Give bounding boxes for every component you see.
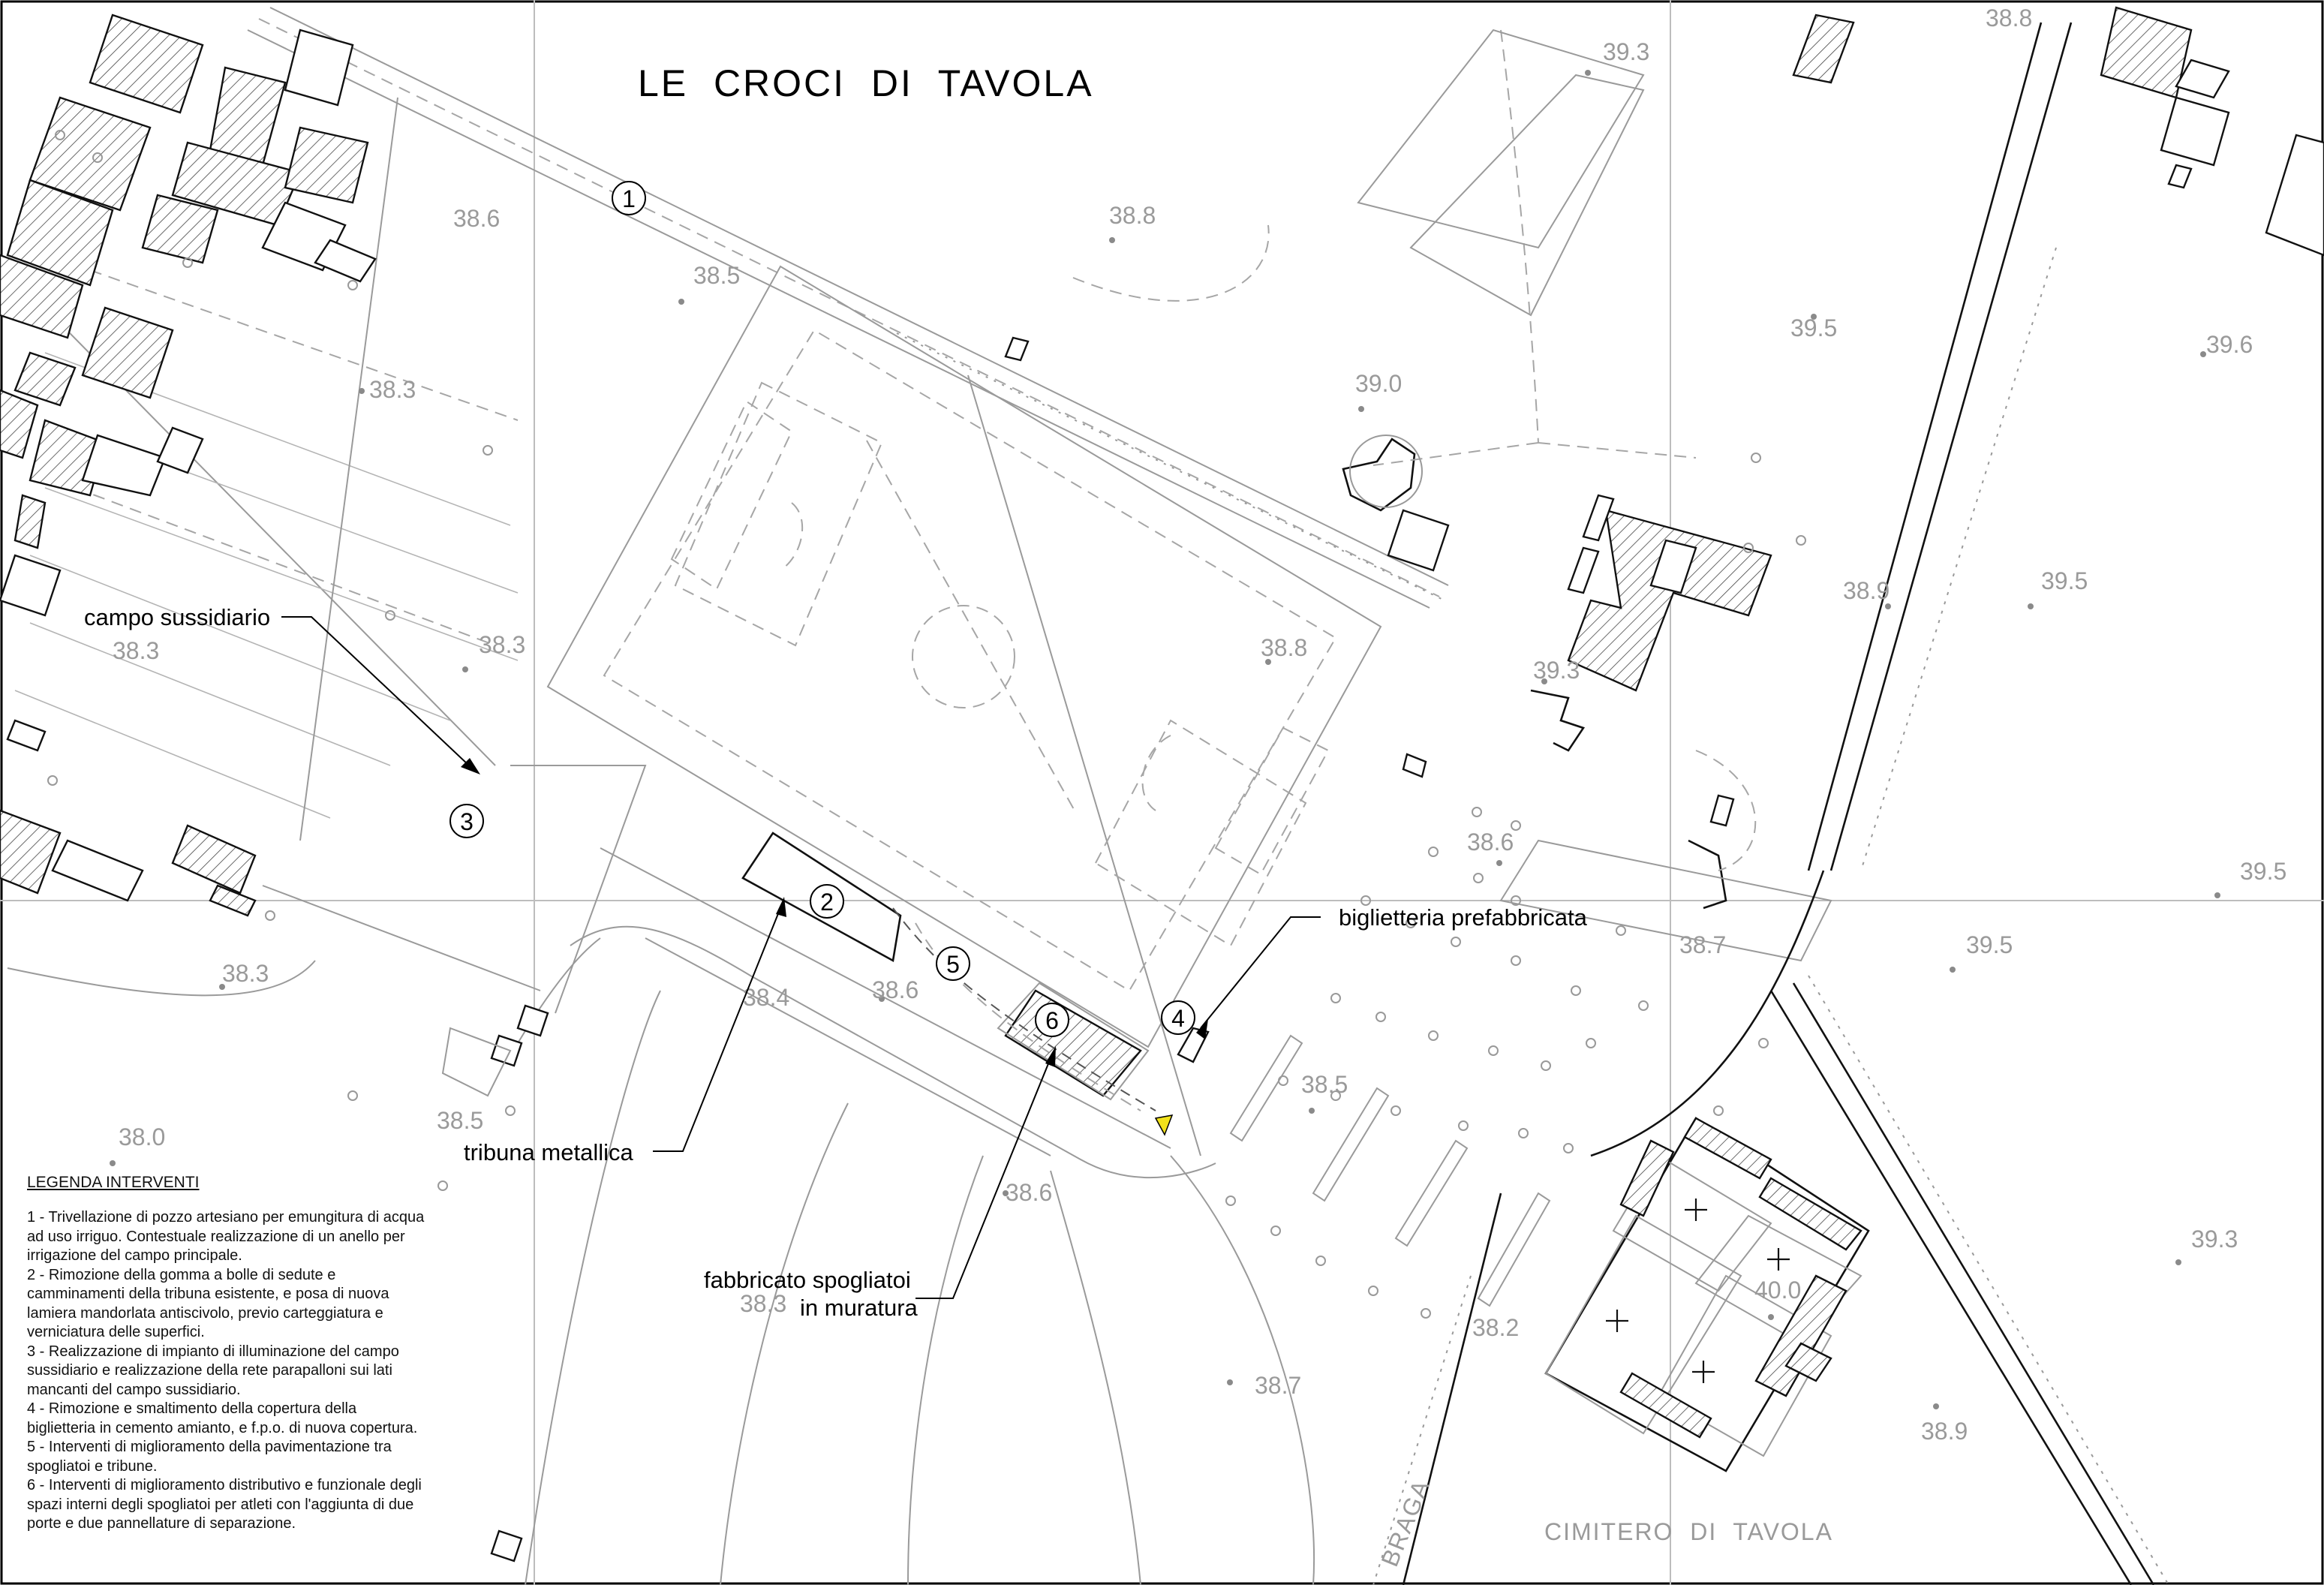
elevation-label: 39.5	[1966, 931, 2013, 958]
elevation-label: 38.6	[1467, 829, 1514, 856]
annotation-tribuna: tribuna metallica	[464, 1139, 633, 1165]
annotation-spogliatoi: fabbricato spogliatoi	[704, 1267, 911, 1293]
elevation-label: 39.5	[2041, 567, 2088, 594]
elevation-label: 38.5	[1301, 1071, 1348, 1098]
elevation-label: 38.9	[1921, 1418, 1968, 1445]
elevation-label: 38.6	[872, 976, 918, 1003]
elevation-label: 39.3	[2191, 1226, 2238, 1253]
marker-number: 1	[622, 185, 636, 212]
structures	[441, 336, 1735, 1562]
marker-number: 5	[946, 951, 960, 978]
railway	[1372, 22, 2169, 1585]
buildings-upper-left	[0, 14, 377, 917]
biglietteria-building	[1177, 1027, 1210, 1063]
annotation-biglietteria: biglietteria prefabbricata	[1339, 904, 1588, 931]
survey-points	[110, 70, 2220, 1409]
elevation-label: 38.8	[1261, 634, 1307, 661]
entrance-marker-icon	[1154, 1114, 1174, 1136]
elevation-label: 38.3	[740, 1290, 786, 1317]
map-title: LE CROCI DI TAVOLA	[638, 62, 1094, 104]
annotation-leaders	[281, 616, 1321, 1299]
elevation-label: 38.9	[1843, 577, 1890, 604]
elevation-label: 38.3	[369, 376, 416, 403]
marker-number: 3	[460, 808, 474, 835]
elevation-label: 40.0	[1754, 1277, 1801, 1304]
elevation-label: 39.3	[1603, 38, 1649, 65]
main-road	[247, 7, 1449, 609]
elevation-label: 38.8	[1109, 202, 1156, 229]
elevation-label: 39.5	[2240, 858, 2286, 885]
elevation-label: 38.8	[1986, 5, 2032, 32]
spogliatoi-building	[1004, 989, 1142, 1097]
marker-4: 4	[1161, 1000, 1195, 1035]
arrowheads	[461, 758, 1208, 1067]
annotation-campo-sussidiario: campo sussidiario	[84, 604, 270, 630]
legend: LEGENDA INTERVENTI 1 - Trivellazione di …	[27, 1174, 425, 1534]
marker-number: 4	[1171, 1005, 1185, 1032]
marker-3: 3	[449, 804, 484, 838]
paths	[892, 29, 1832, 1111]
cemetery	[1544, 1117, 1870, 1472]
marker-6: 6	[1035, 1003, 1069, 1037]
elevation-labels: 39.3 38.8 38.6 38.5 38.8 38.3 39.0 39.5 …	[113, 5, 2286, 1445]
cemetery-label: CIMITERO DI TAVOLA	[1544, 1518, 1833, 1545]
tribuna-building	[741, 832, 902, 963]
elevation-label: 38.3	[113, 637, 159, 664]
spogliatoi-outline	[997, 982, 1150, 1101]
marker-2: 2	[810, 884, 844, 919]
legend-item-5: 5 - Interventi di miglioramento della pa…	[27, 1439, 392, 1475]
legend-item-6: 6 - Interventi di miglioramento distribu…	[27, 1477, 422, 1532]
marker-1: 1	[612, 181, 646, 215]
elevation-label: 38.4	[743, 984, 789, 1011]
legend-item-2: 2 - Rimozione della gomma a bolle di sed…	[27, 1266, 389, 1341]
marker-number: 2	[820, 889, 834, 916]
trees	[47, 130, 1806, 1319]
elevation-label: 38.5	[437, 1107, 483, 1134]
annotation-spogliatoi-line2: in muratura	[800, 1295, 918, 1321]
elevation-label: 38.3	[222, 960, 269, 987]
legend-item-1: 1 - Trivellazione di pozzo artesiano per…	[27, 1209, 425, 1264]
legend-title: LEGENDA INTERVENTI	[27, 1174, 200, 1191]
elevation-label: 38.7	[1255, 1372, 1301, 1399]
elevation-label: 38.3	[479, 631, 525, 658]
elevation-label: 38.6	[453, 205, 500, 232]
legend-item-4: 4 - Rimozione e smaltimento della copert…	[27, 1400, 418, 1436]
elevation-label: 38.6	[1006, 1179, 1052, 1206]
elevation-label: 38.2	[1472, 1314, 1519, 1341]
elevation-label: 39.0	[1355, 370, 1402, 397]
marker-number: 6	[1045, 1007, 1059, 1034]
marker-5: 5	[936, 946, 970, 981]
street-label: BRAGA	[1375, 1475, 1435, 1571]
elevation-label: 39.6	[2206, 331, 2253, 358]
legend-item-3: 3 - Realizzazione di impianto di illumin…	[27, 1343, 399, 1398]
parking-rows	[1229, 1034, 1551, 1307]
elevation-label: 39.3	[1533, 657, 1580, 684]
elevation-label: 38.7	[1679, 931, 1726, 958]
elevation-label: 39.5	[1790, 314, 1837, 341]
buildings-upper-right	[1387, 6, 2324, 752]
main-pitch	[546, 265, 1382, 1048]
elevation-label: 38.0	[119, 1123, 165, 1150]
elevation-label: 38.5	[693, 262, 740, 289]
